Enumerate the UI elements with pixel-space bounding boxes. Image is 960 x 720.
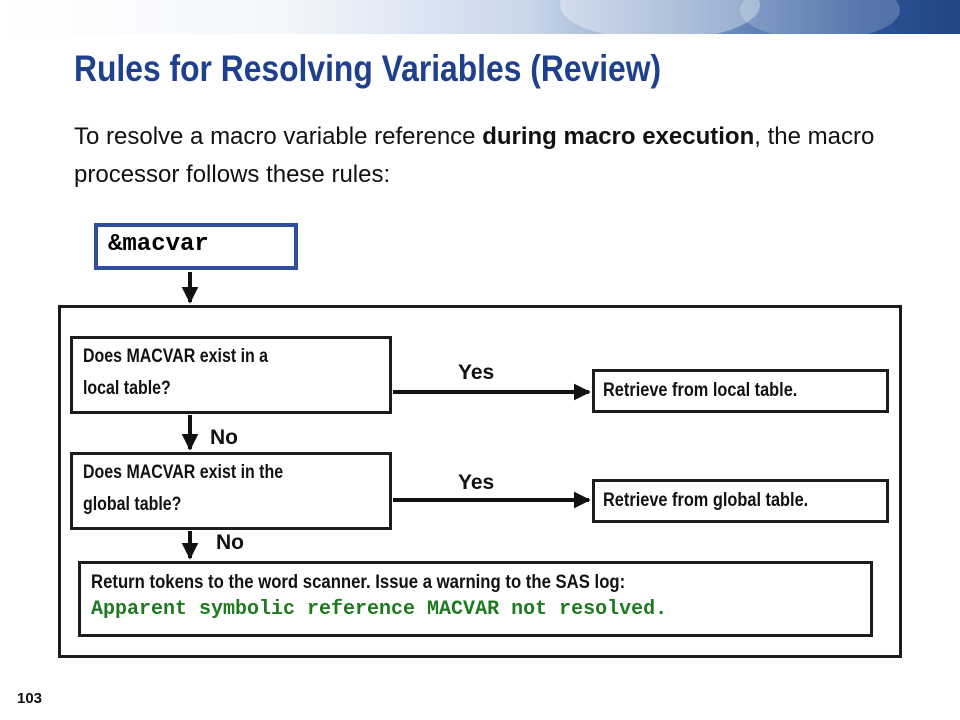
- yes-label-global: Yes: [458, 471, 495, 494]
- global-question-line-1: Does MACVAR exist in the: [83, 462, 284, 483]
- slide-intro: To resolve a macro variable reference du…: [74, 118, 894, 194]
- global-table-question-box: Does MACVAR exist in the global table?: [70, 452, 392, 530]
- no-label-local: No: [210, 426, 238, 449]
- retrieve-global-box: Retrieve from global table.: [592, 479, 889, 523]
- header-banner: [0, 0, 960, 34]
- intro-text-end: , the macro processor follows these rule…: [74, 123, 875, 188]
- macvar-start-box: &macvar: [94, 223, 298, 270]
- slide-title: Rules for Resolving Variables (Review): [74, 48, 662, 89]
- retrieve-global-label: Retrieve from global table.: [603, 490, 809, 511]
- global-question-line-2: global table?: [83, 494, 182, 515]
- unresolved-warning-code: Apparent symbolic reference MACVAR not r…: [91, 598, 668, 621]
- intro-text-start: To resolve a macro variable reference: [74, 123, 483, 150]
- retrieve-local-label: Retrieve from local table.: [603, 380, 798, 401]
- page-number: 103: [17, 690, 43, 707]
- local-question-line-2: local table?: [83, 378, 171, 399]
- yes-label-local: Yes: [458, 361, 495, 384]
- macvar-start-label: &macvar: [108, 231, 209, 258]
- retrieve-local-box: Retrieve from local table.: [592, 369, 889, 413]
- local-table-question-box: Does MACVAR exist in a local table?: [70, 336, 392, 414]
- local-question-line-1: Does MACVAR exist in a: [83, 346, 269, 367]
- unresolved-description: Return tokens to the word scanner. Issue…: [91, 572, 626, 593]
- intro-text-bold: during macro execution: [482, 123, 755, 150]
- unresolved-result-box: Return tokens to the word scanner. Issue…: [78, 561, 873, 637]
- no-label-global: No: [216, 531, 244, 554]
